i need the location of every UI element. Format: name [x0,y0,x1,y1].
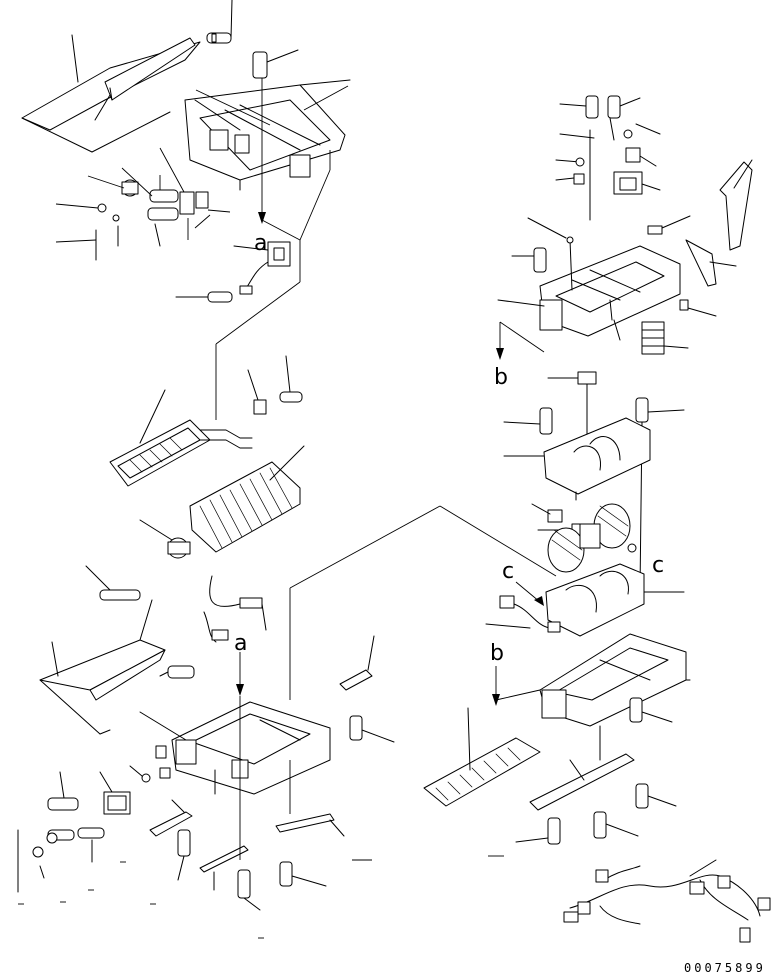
small-clip-parts-left [95,179,209,261]
leader-b-lower-h [495,689,541,701]
clip-parts-mid-left [247,355,303,415]
bottom-fragments [18,855,504,939]
leader-b-upper [499,321,545,353]
lower-left-brackets-right [275,635,395,887]
arrow-c-left [534,596,544,606]
callout-c-right: c [652,553,664,578]
actuator-connector [233,241,291,295]
screw-mid-left [175,291,233,303]
screw-top-left-2 [252,49,299,79]
upper-left-housing [184,79,351,191]
expansion-valve [139,519,191,559]
screw-top-left-1 [206,0,233,44]
brackets-lower-left [149,799,261,911]
fan-motor [531,503,637,573]
leader-c-left [515,581,541,603]
upper-right-housing [497,239,681,341]
callout-a-upper: a [254,231,267,256]
leaders-upper-left [55,147,231,243]
callout-b-lower: b [490,641,504,666]
guide-lines-upper-left [195,85,349,420]
screws-blower [503,397,685,591]
lower-left-cover-plate [39,599,166,735]
blower-bolt [547,371,597,441]
arrow-down-a [258,212,266,224]
blower-lower-case [545,563,685,637]
upper-left-cover-plate [21,34,201,153]
lower-left-housing [139,701,331,795]
resistor-harness [485,595,561,633]
screw-lower-left-1 [159,665,195,679]
brackets-lower-right [515,697,677,845]
screw-upper-right [511,217,574,273]
small-parts-top-right [573,123,753,287]
screws-top-right [555,95,641,221]
arrow-down-b-upper [496,348,504,360]
callout-b-upper: b [494,365,508,390]
air-filter [423,707,541,807]
document-number: 00075899 [684,961,766,975]
blower-upper-case [503,417,651,501]
bolt-long-left [85,565,141,601]
wiring-harness [563,859,771,943]
thermistor-harness [203,575,267,643]
guide-lines-lower [239,505,557,860]
small-parts-lower-left [17,745,171,893]
callout-c-left: c [502,559,514,584]
heater-core [109,389,253,487]
callout-a-lower: a [234,631,247,656]
evaporator-core [189,445,305,553]
filter-grille-right [641,299,717,355]
arrow-down-a-lower [236,684,244,696]
lower-right-housing [539,633,691,761]
